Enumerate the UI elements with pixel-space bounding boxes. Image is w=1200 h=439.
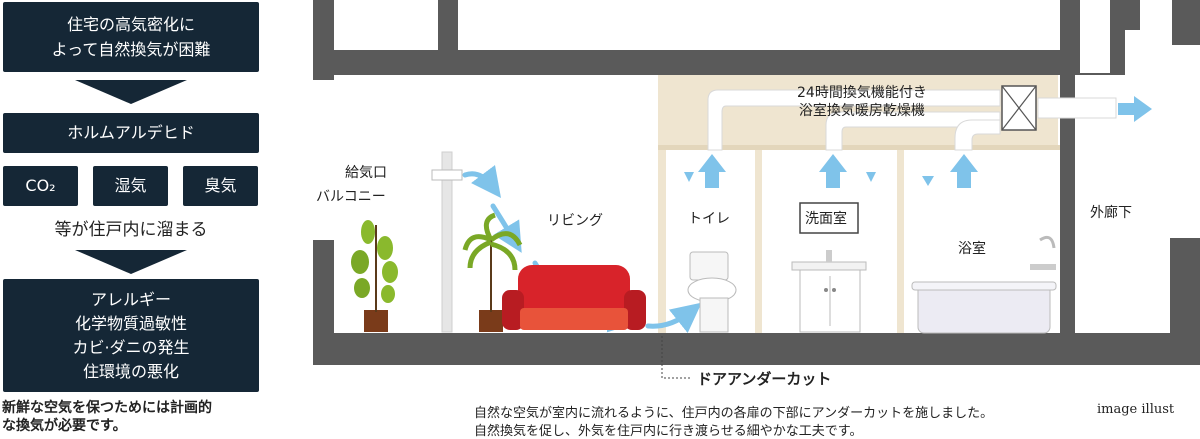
image-illust-note: image illust: [1097, 402, 1175, 417]
bathtub-icon: [911, 235, 1057, 334]
box-co2: CO₂: [3, 166, 78, 206]
box-airtight-problem: 住宅の高気密化に よって自然換気が困難: [3, 2, 259, 72]
down-arrow-icon: [75, 250, 187, 274]
intake-label: 給気口: [345, 165, 387, 181]
box-formaldehyde: ホルムアルデヒド: [3, 113, 259, 153]
exhaust-arrow-icon: [1118, 96, 1152, 122]
palm-plant-icon: [462, 212, 523, 332]
effect-allergy: アレルギー: [90, 289, 171, 309]
washroom-label: 洗面室: [805, 211, 847, 227]
intake-pipe: [441, 151, 453, 333]
toilet-icon: [687, 251, 737, 333]
undercut-label: ドアアンダーカット: [697, 370, 832, 388]
bath-fan-unit-icon: [1001, 85, 1037, 131]
down-arrow-icon: [75, 80, 187, 104]
caption-line2: 自然換気を促し、外気を住戸内に行き渡らせる細やかな工夫です。: [474, 424, 863, 439]
undercut-leader-line: [661, 336, 692, 379]
effect-chemical-sensitivity: 化学物質過敏性: [74, 313, 187, 333]
corridor-label: 外廊下: [1090, 205, 1132, 221]
box-airtight-line1: 住宅の高気密化に: [66, 15, 195, 34]
corridor-floor-gap: [1075, 333, 1125, 365]
potted-plant-left-icon: [351, 220, 398, 332]
fan-label-line2: 浴室換気暖房乾燥機: [798, 103, 925, 119]
accumulate-text: 等が住戸内に溜まる: [54, 220, 208, 240]
room-partitions: [658, 75, 904, 333]
building-walls: [313, 0, 1200, 365]
caption-line1: 自然な空気が室内に流れるように、住戸内の各扉の下部にアンダーカットを施しました。: [474, 406, 994, 421]
intake-vent: [431, 169, 463, 181]
living-label: リビング: [547, 213, 603, 229]
balcony-label: バルコニー: [316, 189, 386, 205]
small-airflow-triangles: [684, 172, 934, 186]
red-sofa-icon: [502, 265, 646, 330]
fan-label: 24時間換気機能付き 浴室換気暖房乾燥機: [797, 84, 927, 120]
ventilation-note: 新鮮な空気を保つためには計画的 な換気が必要です。: [2, 399, 264, 435]
box-humidity: 湿気: [93, 166, 168, 206]
effect-environment: 住環境の悪化: [82, 361, 179, 381]
washstand-icon: [791, 202, 867, 333]
box-airtight-line2: よって自然換気が困難: [51, 40, 211, 59]
ceiling-line: [658, 145, 1060, 150]
ventilation-note-line2: な換気が必要です。: [2, 418, 127, 434]
box-health-effects: アレルギー 化学物質過敏性 カビ·ダニの発生 住環境の悪化: [3, 279, 259, 392]
bathroom-label: 浴室: [958, 241, 986, 257]
fan-label-line1: 24時間換気機能付き: [797, 85, 927, 101]
ventilation-ducts: [707, 89, 1117, 151]
effect-mold-mites: カビ·ダニの発生: [72, 337, 190, 357]
ventilation-note-line1: 新鮮な空気を保つためには計画的: [2, 400, 212, 416]
box-odor: 臭気: [183, 166, 258, 206]
up-airflow-arrows: [698, 154, 978, 188]
toilet-label: トイレ: [688, 211, 730, 227]
